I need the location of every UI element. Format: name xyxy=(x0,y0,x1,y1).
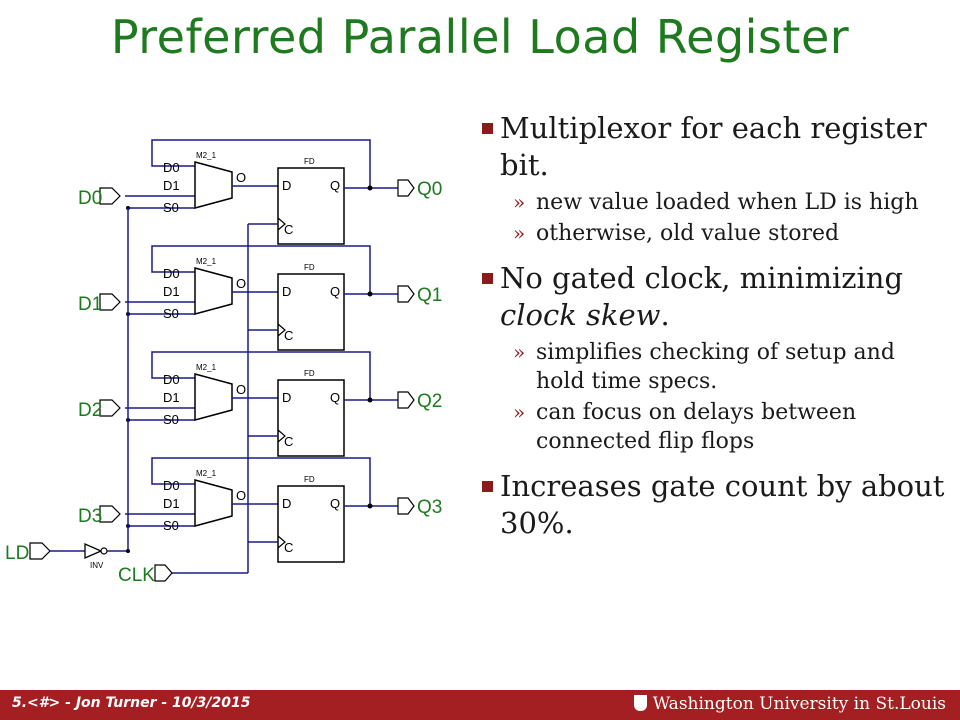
ff-pin-label: D xyxy=(282,178,291,193)
stage-0 xyxy=(99,139,415,245)
ff-pin-label: C xyxy=(284,434,293,449)
mux-pin-label: O xyxy=(236,488,246,503)
mux-pin-label: S0 xyxy=(163,518,179,533)
ff-pin-label: D xyxy=(282,496,291,511)
mux-pin-label: D1 xyxy=(163,178,180,193)
slide-title: Preferred Parallel Load Register xyxy=(110,10,850,64)
mux-pin-label: S0 xyxy=(163,412,179,427)
output-label: Q3 xyxy=(417,497,442,518)
mux-pin-label: S0 xyxy=(163,306,179,321)
mux-pin-label: D1 xyxy=(163,284,180,299)
bullet-list: Multiplexor for each register bit. » new … xyxy=(478,110,948,546)
bullet-text: Increases gate count by about 30%. xyxy=(500,469,945,540)
mux-name: M2_1 xyxy=(196,469,217,478)
mux-pin-label: S0 xyxy=(163,200,179,215)
bullet-text-end: . xyxy=(660,298,670,332)
input-label: D2 xyxy=(78,400,102,421)
footer-slide-info: 5.<#> - Jon Turner - 10/3/2015 xyxy=(12,695,251,711)
ff-name: FD xyxy=(304,475,315,484)
footer-bar: 5.<#> - Jon Turner - 10/3/2015 Washingto… xyxy=(0,690,960,720)
inverter-gate xyxy=(84,543,103,559)
bullet-item: Increases gate count by about 30%. xyxy=(478,468,948,542)
university-shield-icon xyxy=(633,695,647,711)
mux-pin-label: D0 xyxy=(163,266,180,281)
output-label: Q1 xyxy=(417,285,442,306)
bullet-text: Multiplexor for each register bit. xyxy=(500,111,927,182)
university-name: Washington University in St.Louis xyxy=(652,694,946,714)
clk-label: CLK xyxy=(118,565,155,586)
mux-pin-label: O xyxy=(236,276,246,291)
input-label: D1 xyxy=(78,294,102,315)
sub-bullet-marker: » xyxy=(513,340,526,364)
output-label: Q2 xyxy=(417,391,442,412)
sub-bullet-text: otherwise, old value stored xyxy=(536,221,840,246)
mux-name: M2_1 xyxy=(196,363,217,372)
ff-pin-label: Q xyxy=(330,390,340,405)
bullet-square-icon xyxy=(482,481,493,492)
ff-pin-label: Q xyxy=(330,284,340,299)
sub-bullet-item: » new value loaded when LD is high xyxy=(478,188,948,217)
bullet-square-icon xyxy=(482,273,493,284)
ff-name: FD xyxy=(304,369,315,378)
footer-university: Washington University in St.Louis xyxy=(633,694,946,714)
mux-pin-label: D0 xyxy=(163,478,180,493)
stage-3 xyxy=(99,457,415,563)
sub-bullet-item: » simplifies checking of setup and hold t… xyxy=(478,338,948,396)
ff-pin-label: Q xyxy=(330,496,340,511)
sub-bullet-item: » can focus on delays between connected f… xyxy=(478,398,948,456)
bullet-square-icon xyxy=(482,123,493,134)
inv-label: INV xyxy=(90,561,104,570)
bullet-italic-text: clock skew xyxy=(500,298,661,332)
ff-pin-label: D xyxy=(282,390,291,405)
ff-pin-label: D xyxy=(282,284,291,299)
sub-bullet-marker: » xyxy=(513,221,526,245)
ld-label: LD xyxy=(5,543,29,564)
ff-pin-label: C xyxy=(284,222,293,237)
mux-pin-label: O xyxy=(236,382,246,397)
bullet-item: No gated clock, minimizing clock skew. xyxy=(478,260,948,334)
ff-name: FD xyxy=(304,157,315,166)
mux-pin-label: D0 xyxy=(163,160,180,175)
sub-bullet-text: can focus on delays between connected fl… xyxy=(536,400,857,454)
ff-name: FD xyxy=(304,263,315,272)
mux-pin-label: O xyxy=(236,170,246,185)
mux-pin-label: D0 xyxy=(163,372,180,387)
ff-pin-label: C xyxy=(284,540,293,555)
sub-bullet-text: new value loaded when LD is high xyxy=(536,190,919,215)
stage-2 xyxy=(99,351,415,457)
bullet-text: No gated clock, minimizing xyxy=(500,261,904,295)
mux-name: M2_1 xyxy=(196,151,217,160)
sub-bullet-text: simplifies checking of setup and hold ti… xyxy=(536,340,895,394)
bullet-item: Multiplexor for each register bit. xyxy=(478,110,948,184)
mux-pin-label: D1 xyxy=(163,496,180,511)
ff-pin-label: Q xyxy=(330,178,340,193)
mux-name: M2_1 xyxy=(196,257,217,266)
sub-bullet-item: » otherwise, old value stored xyxy=(478,219,948,248)
sub-bullet-marker: » xyxy=(513,190,526,214)
input-label: D3 xyxy=(78,506,102,527)
output-label: Q0 xyxy=(417,179,442,200)
input-label: D0 xyxy=(78,188,102,209)
sub-bullet-marker: » xyxy=(513,400,526,424)
stage-1 xyxy=(99,245,415,351)
mux-pin-label: D1 xyxy=(163,390,180,405)
ff-pin-label: C xyxy=(284,328,293,343)
